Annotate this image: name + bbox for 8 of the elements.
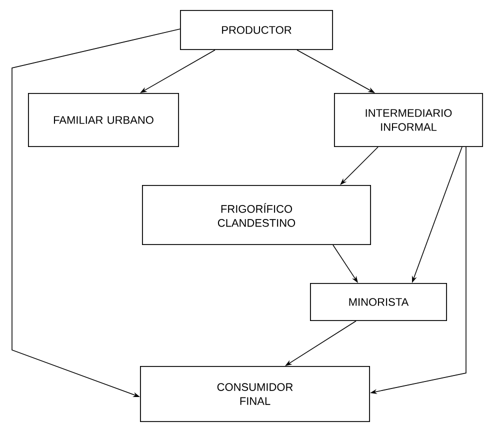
process-box: PRODUCTOR <box>180 10 333 50</box>
process-box: INTERMEDIARIO INFORMAL <box>334 93 483 147</box>
process-box: FRIGORÍFICO CLANDESTINO <box>142 185 371 245</box>
process-box: CONSUMIDOR FINAL <box>140 366 370 422</box>
process-box: MINORISTA <box>310 283 447 321</box>
process-box: FAMILIAR URBANO <box>28 93 179 147</box>
arrow <box>12 28 180 397</box>
arrow <box>340 146 378 185</box>
